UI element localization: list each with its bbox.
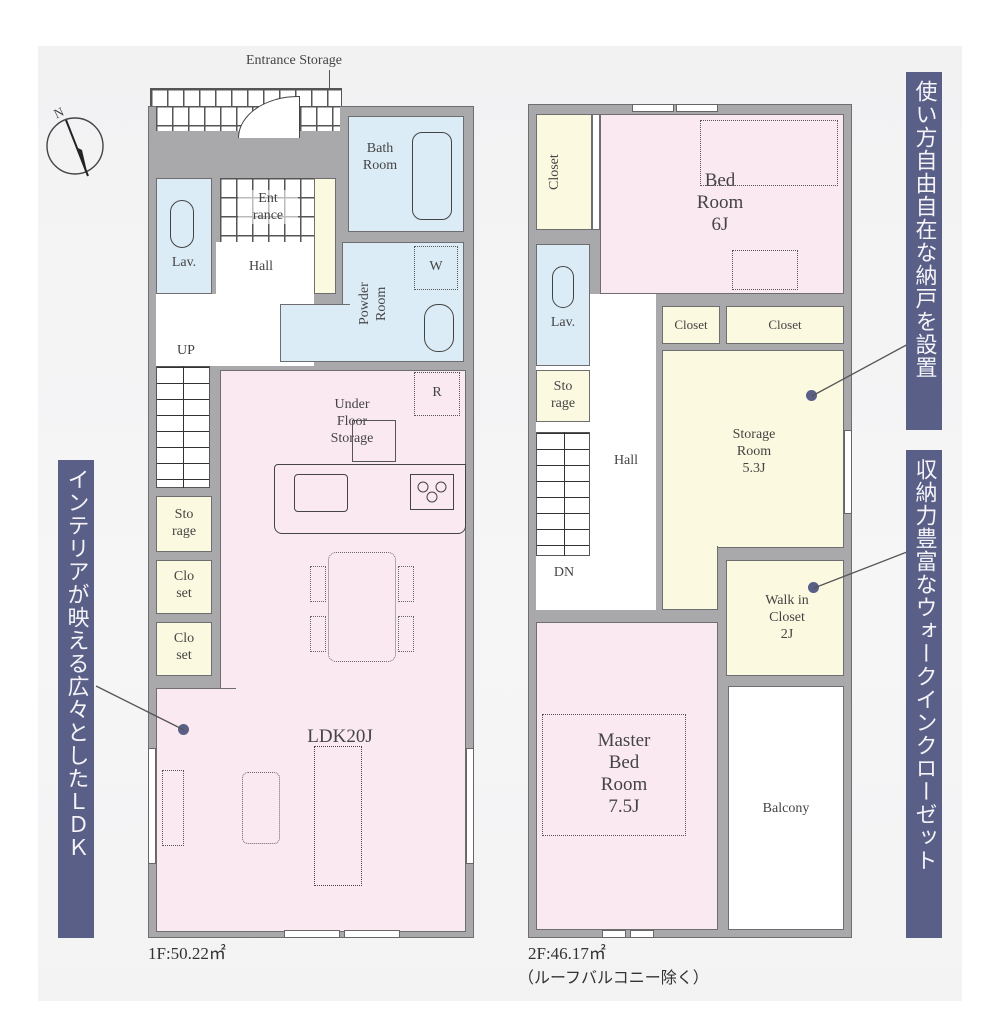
stairs-center-line (564, 432, 565, 556)
room-closet-2f-left (536, 114, 592, 230)
room-storage-1f (156, 496, 212, 552)
window (148, 748, 156, 864)
toilet-icon (170, 200, 194, 248)
room-storage-2f-top (536, 370, 590, 422)
floor2-area-label: 2F:46.17㎡ (528, 944, 606, 963)
room-ldk-lower (156, 688, 236, 932)
window (632, 104, 674, 112)
label-bath: Bath Room (362, 141, 398, 173)
closet-door-strip (592, 114, 600, 230)
window (466, 748, 474, 864)
room-storage-5-3j (662, 350, 844, 548)
window (676, 104, 718, 112)
label-balcony: Balcony (762, 801, 810, 816)
entrance-storage-callout: Entrance Storage (246, 53, 343, 68)
kitchen-counter (274, 464, 466, 534)
label-fridge: R (432, 385, 442, 400)
desk-furniture (732, 250, 798, 290)
room-master-bed (536, 622, 718, 930)
label-hall-2f: Hall (613, 453, 639, 468)
room-ldk (220, 370, 466, 932)
window (284, 930, 340, 938)
room-closet-1f-2 (156, 622, 212, 676)
fridge-box (414, 372, 460, 416)
room-walk-in-closet (726, 560, 844, 676)
room-bed-6j (600, 114, 844, 294)
callout-dot-walk-in (808, 582, 819, 593)
room-powder-ext (280, 304, 350, 362)
dining-chair (398, 616, 414, 652)
banner-storage-room: 使い方自由自在な納戸を設置 (906, 72, 942, 430)
floor2-area-note: （ルーフバルコニー除く） (518, 968, 709, 987)
hall-2f-left-part (600, 294, 656, 610)
floor1-area-label: 1F:50.22㎡ (148, 944, 226, 963)
kitchen-sink-icon (294, 474, 348, 512)
label-dn: DN (553, 565, 575, 580)
room-storage-5-3j-ext (662, 546, 718, 610)
washer-box (414, 246, 458, 290)
entrance-storage-strip (314, 178, 336, 294)
north-compass-icon: N (42, 104, 104, 178)
window (844, 430, 852, 514)
sink-icon (424, 304, 454, 352)
banner-ldk: インテリアが映える広々としたＬＤＫ (58, 460, 94, 938)
dining-chair (310, 616, 326, 652)
stairs-center-line (183, 366, 184, 488)
room-closet-2f-a (662, 306, 720, 344)
bathtub-icon (412, 132, 452, 220)
label-closet-2f-a: Closet (674, 317, 708, 332)
label-storage-1f: Sto rage (171, 507, 197, 539)
room-closet-1f-1 (156, 560, 212, 614)
hall-lower (156, 294, 220, 366)
label-entrance: Ent rance (238, 190, 298, 224)
label-closet-1f-2: Clo set (173, 631, 195, 663)
label-master-bed: Master Bed Room 7.5J (597, 730, 651, 817)
label-closet-2f-b: Closet (768, 317, 802, 332)
room-balcony (728, 686, 844, 930)
dining-table (328, 552, 396, 662)
label-lav-1f: Lav. (171, 255, 197, 270)
label-storage-room: Storage Room 5.3J (732, 427, 776, 476)
label-lav-2f: Lav. (550, 315, 576, 330)
window (344, 930, 400, 938)
stove-icon (410, 474, 454, 510)
under-floor-hatch (352, 420, 396, 462)
dining-chair (310, 566, 326, 602)
label-closet-1f-1: Clo set (173, 569, 195, 601)
callout-dot-storage-room (806, 390, 817, 401)
bed-furniture (700, 120, 838, 186)
dining-chair (398, 566, 414, 602)
master-bed-furniture (542, 714, 686, 836)
label-storage-2f: Sto rage (550, 379, 576, 411)
label-hall-1f: Hall (248, 259, 274, 274)
coffee-table (242, 772, 280, 844)
label-ldk: LDK20J (307, 726, 373, 747)
sofa (314, 746, 362, 886)
window (602, 930, 626, 938)
room-closet-2f-b (726, 306, 844, 344)
window (630, 930, 654, 938)
banner-walk-in-closet: 収納力豊富なウォークインクローゼット (906, 450, 942, 938)
toilet-icon (552, 266, 574, 308)
label-washer: W (429, 259, 443, 274)
label-walk-in-closet: Walk in Closet 2J (765, 593, 809, 642)
label-up: UP (177, 343, 195, 358)
tv-stand (162, 770, 184, 846)
stairs-2f (536, 432, 590, 556)
